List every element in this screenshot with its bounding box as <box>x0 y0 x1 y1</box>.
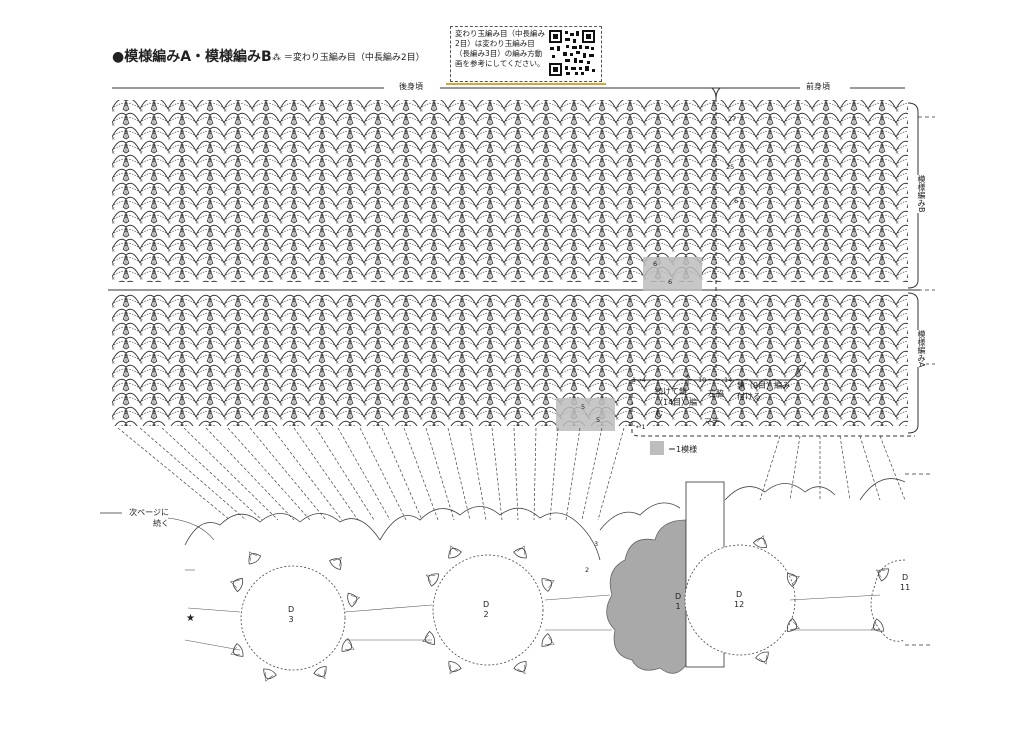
back-body-label: 後身頃 <box>396 81 426 92</box>
row-1: ←1 <box>636 423 646 431</box>
shaded-repeat-a <box>556 398 615 431</box>
stitch-legend: ⁂ ＝変わり玉編み目（中長編み2目） <box>272 50 425 63</box>
front-body-label: 前身頃 <box>803 81 833 92</box>
row-25: 25 <box>726 163 735 171</box>
row-2-motif: 2 <box>585 566 590 574</box>
left-side-label: 左脇 <box>708 389 724 398</box>
qr-note-text: 変わり玉編み目（中長編み2目）は変わり玉編み目（長編み3目）の編み方動画を参考に… <box>455 29 545 68</box>
row-6-right: 6 <box>734 197 739 205</box>
pattern-a-label: 模様編みA <box>917 330 926 368</box>
row-6-shade-top: 6 <box>653 260 658 268</box>
row-6-shade-bottom: 6 <box>668 278 673 286</box>
stitch-10: 10 <box>698 376 707 384</box>
qr-code-icon[interactable] <box>548 29 596 77</box>
motif-d11 <box>870 559 906 642</box>
continues-label: 次ページに続く <box>129 508 169 528</box>
qr-underline <box>446 83 606 85</box>
shaded-repeat-b <box>643 257 702 291</box>
star-icon: ★ <box>186 613 195 624</box>
qr-note-box <box>450 26 602 82</box>
row-5-shade-top: 5 <box>581 403 586 411</box>
puff-stitch-icon: ⁂ <box>272 53 281 63</box>
motif-d1 <box>606 519 687 674</box>
row-1-to-4: 1→4 <box>632 376 646 384</box>
diagram-title: ●模様編みA・模様編みB <box>112 49 272 65</box>
pattern-b-label: 模様編みB <box>917 175 926 213</box>
stitch-14: 14 <box>724 376 733 384</box>
row-3-motif: 3 <box>594 540 599 548</box>
gusset-label: マチ <box>704 417 720 426</box>
chain9-label: 鎖（9目）編み付ける <box>737 381 791 401</box>
legend-swatch <box>650 441 664 455</box>
one-pattern-legend: ＝1模様 <box>668 445 698 454</box>
row-5-shade-bottom: 5 <box>596 416 601 424</box>
motif-d2 <box>432 554 544 666</box>
stitch-legend-text: ＝変わり玉編み目（中長編み2目） <box>283 53 425 63</box>
chain14-label: 続けて鎖（14目）編む <box>655 387 698 418</box>
motif-d3 <box>240 565 346 671</box>
row-27: 27 <box>728 115 737 123</box>
